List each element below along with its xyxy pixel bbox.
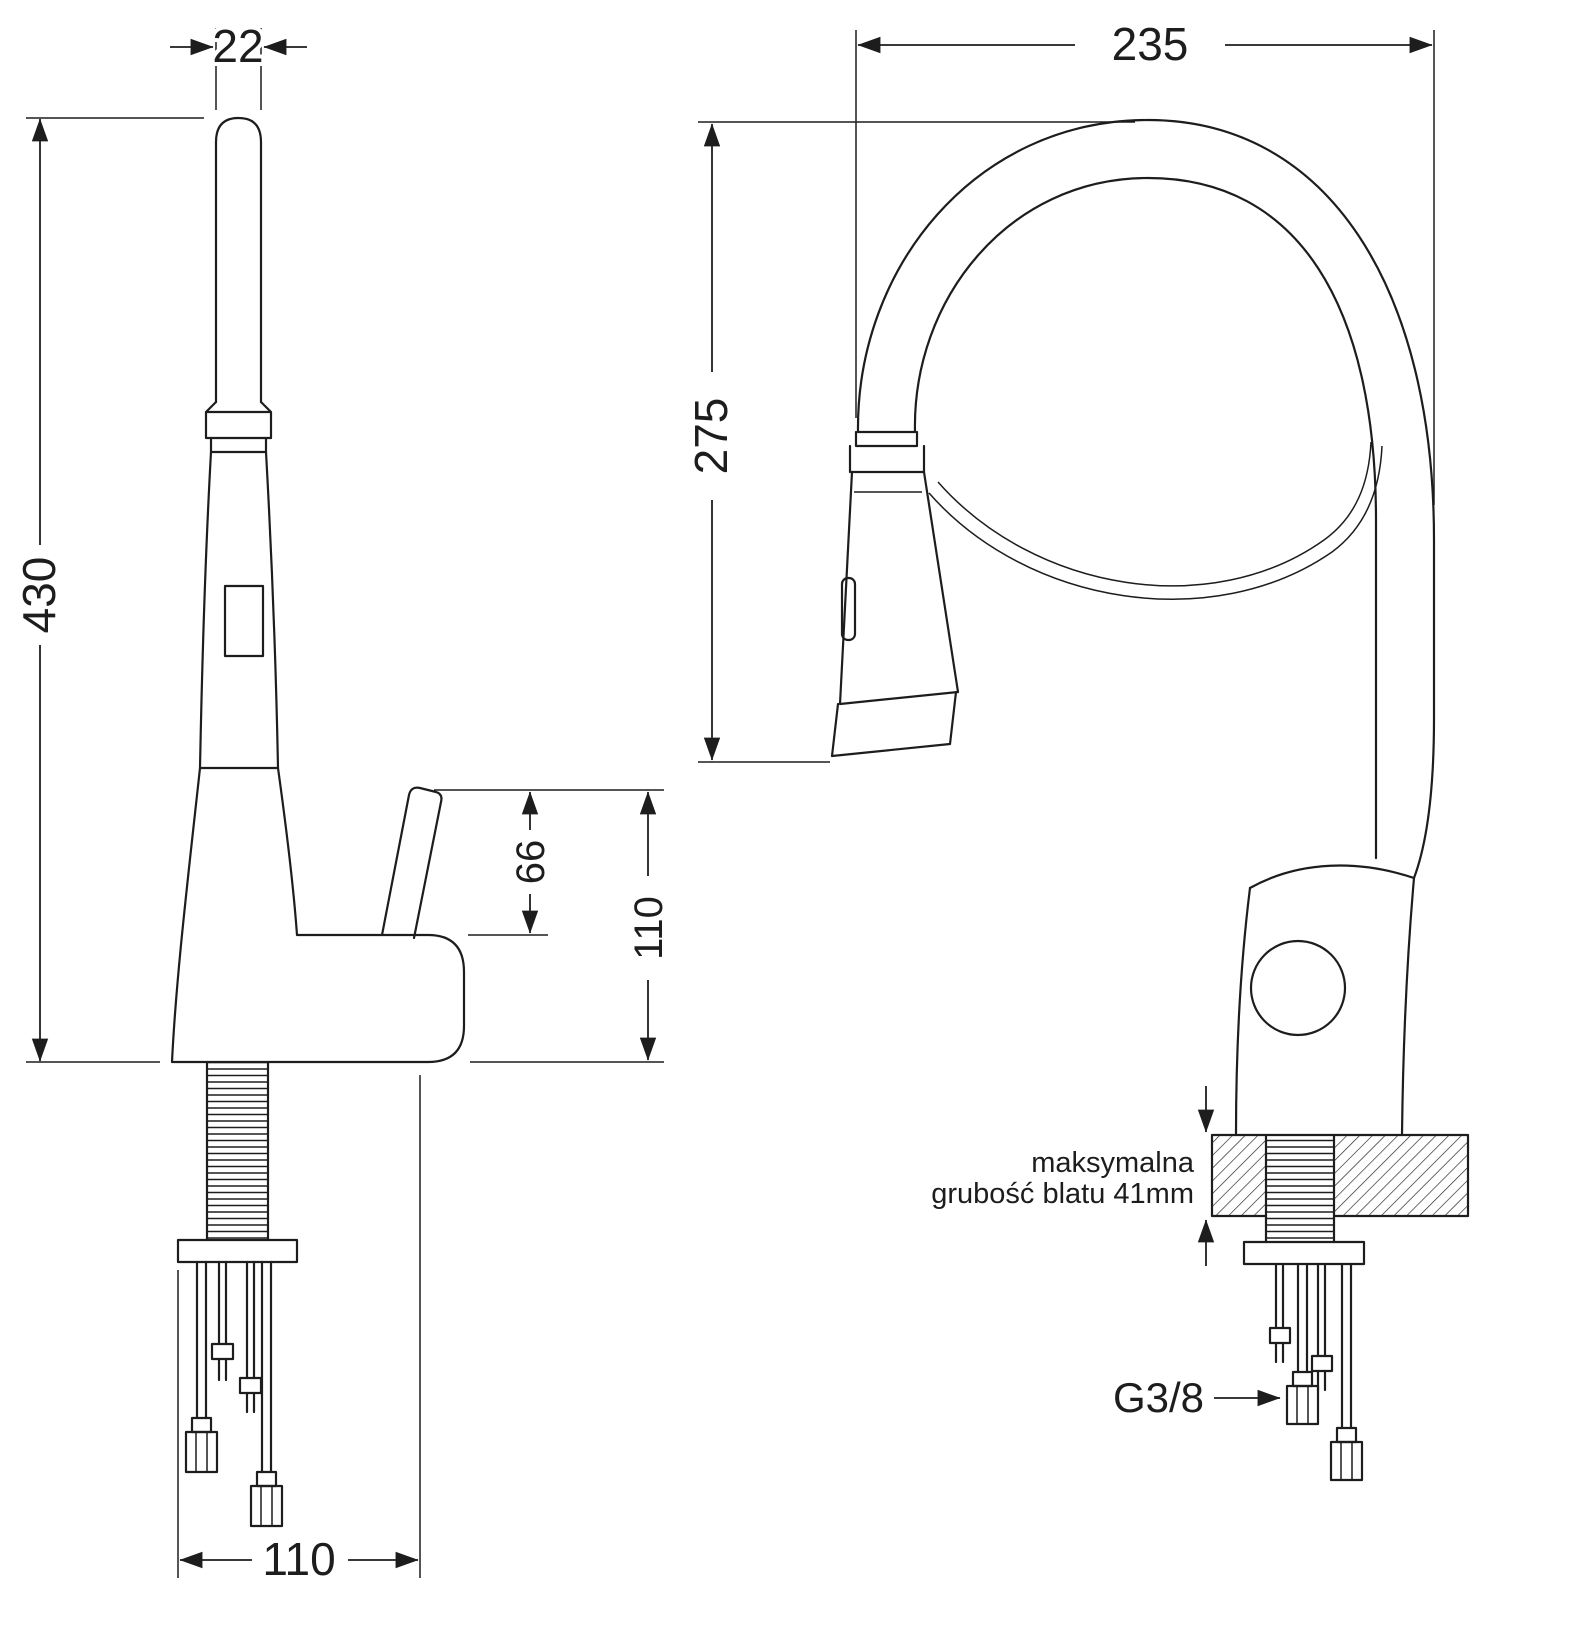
body-left-edge (1234, 886, 1252, 1137)
dim-label-22: 22 (212, 20, 263, 72)
supply-hose (1329, 1262, 1364, 1482)
dim-base-depth: 110 (177, 1075, 421, 1589)
spout-arc-inner (913, 176, 1378, 860)
ball-joint-detail (1249, 939, 1347, 1037)
dim-handle-offset: 66 (434, 789, 664, 936)
dim-spout-height: 275 (681, 121, 1135, 763)
dim-label-110-side: 110 (627, 896, 671, 960)
dim-total-height: 430 (9, 117, 204, 1063)
dim-reach: 235 (855, 14, 1435, 505)
spray-button (840, 576, 857, 642)
mounting-stud (1268, 1262, 1292, 1364)
dim-handle-height: 110 (470, 791, 675, 1063)
dim-label-275: 275 (685, 398, 737, 475)
mounting-stud (238, 1260, 263, 1414)
body-window-detail (223, 584, 265, 658)
dim-spout-diameter: 22 (170, 16, 307, 110)
handle-lever (380, 786, 443, 940)
mounting-flange (176, 1238, 299, 1264)
faucet-upper-body (198, 450, 280, 770)
countertop-section (1210, 1133, 1470, 1218)
supply-hose (249, 1260, 284, 1528)
mounting-shank (205, 1060, 270, 1242)
mounting-stud (1310, 1262, 1334, 1392)
thread-size-label: G3/8 (1113, 1374, 1204, 1421)
spout-tube (214, 116, 263, 404)
mounting-stud (210, 1260, 235, 1382)
dim-label-430: 430 (13, 557, 65, 634)
flexible-hose (928, 441, 1383, 600)
right-view: 235 275 maksymalna grubość blatu 41mm G3… (681, 14, 1470, 1482)
g38-connector-nut (1285, 1384, 1320, 1426)
dim-label-235: 235 (1112, 18, 1189, 70)
supply-hose (1285, 1262, 1320, 1426)
note-line-2: grubość blatu 41mm (931, 1178, 1194, 1210)
spout-collar (204, 400, 273, 454)
supply-hose (184, 1260, 219, 1474)
body-shoulder-joint (1248, 864, 1416, 890)
spout-arc-outer (856, 118, 1436, 1137)
left-view: 22 430 66 110 110 (9, 16, 675, 1589)
spray-collar (848, 430, 926, 474)
dim-label-66: 66 (509, 840, 553, 885)
mounting-shank (1264, 1133, 1336, 1244)
mounting-flange (1242, 1240, 1366, 1266)
thread-size-callout: G3/8 (1113, 1374, 1281, 1421)
note-line-1: maksymalna (1031, 1147, 1195, 1179)
faucet-lower-body (170, 766, 466, 1064)
counter-thickness-note: maksymalna grubość blatu 41mm (931, 1147, 1195, 1210)
dim-label-110-bottom: 110 (262, 1533, 335, 1585)
spray-head (830, 470, 960, 758)
